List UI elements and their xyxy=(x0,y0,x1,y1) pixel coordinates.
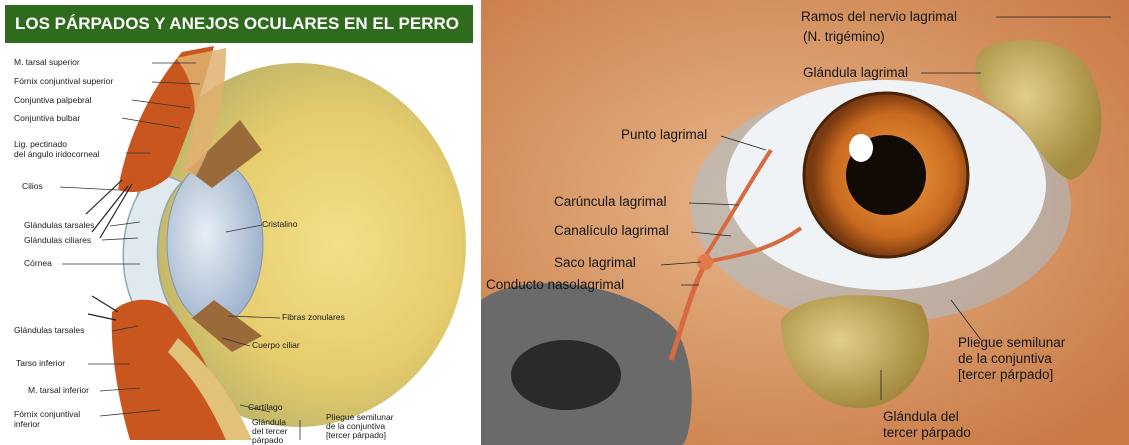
label-fornix-inferior-2: inferior xyxy=(14,420,40,429)
label-conjuntiva-bulbar: Conjuntiva bulbar xyxy=(14,114,80,123)
label-cuerpo-ciliar: Cuerpo ciliar xyxy=(252,341,300,350)
label-cilios: Cilios xyxy=(22,182,43,191)
label-pliegue-left-3: [tercer párpado] xyxy=(326,431,386,440)
label-m-tarsal-inferior: M. tarsal inferior xyxy=(28,386,89,395)
label-m-tarsal-superior: M. tarsal superior xyxy=(14,58,80,67)
label-glandula-tercer-right-1: Glándula del xyxy=(883,410,959,424)
eyelid-section-panel: LOS PÁRPADOS Y ANEJOS OCULARES EN EL PER… xyxy=(0,0,478,445)
label-lig-pectinado-2: del ángulo iridocorneal xyxy=(14,150,100,159)
label-fibras-zonulares: Fibras zonulares xyxy=(282,313,345,322)
label-glandula-tercer-right-2: tercer párpado xyxy=(883,426,971,440)
label-cartilago: Cartílago xyxy=(248,403,283,412)
label-caruncula-lagrimal: Carúncula lagrimal xyxy=(554,195,667,209)
label-saco-lagrimal: Saco lagrimal xyxy=(554,256,636,270)
label-ramos-2: (N. trigémino) xyxy=(803,30,885,44)
label-fornix-superior: Fórnix conjuntival superior xyxy=(14,77,113,86)
label-tarso-inferior: Tarso inferior xyxy=(16,359,65,368)
label-punto-lagrimal: Punto lagrimal xyxy=(621,128,707,142)
label-conjuntiva-palpebral: Conjuntiva palpebral xyxy=(14,96,92,105)
label-glandulas-ciliares: Glándulas ciliares xyxy=(24,236,91,245)
label-glandulas-tarsales-sup: Glándulas tarsales xyxy=(24,221,94,230)
label-ramos-1: Ramos del nervio lagrimal xyxy=(801,10,957,24)
label-pliegue-right-2: de la conjuntiva xyxy=(958,352,1052,366)
lacrimal-apparatus-panel: Ramos del nervio lagrimal (N. trigémino)… xyxy=(481,0,1129,445)
label-canaliculo-lagrimal: Canalículo lagrimal xyxy=(554,224,669,238)
label-cristalino: Cristalino xyxy=(262,220,297,229)
label-glandula-tercer-3: párpado xyxy=(252,436,283,445)
label-conducto-nasolagrimal: Conducto nasolagrimal xyxy=(486,278,624,292)
label-cornea: Córnea xyxy=(24,259,52,268)
label-pliegue-right-3: [tercer párpado] xyxy=(958,368,1053,382)
diagram-title: LOS PÁRPADOS Y ANEJOS OCULARES EN EL PER… xyxy=(5,5,473,43)
label-glandulas-tarsales-inf: Glándulas tarsales xyxy=(14,326,84,335)
label-lig-pectinado-1: Lig. pectinado xyxy=(14,140,67,149)
nostril xyxy=(511,340,621,410)
label-glandula-lagrimal: Glándula lagrimal xyxy=(803,66,908,80)
label-pliegue-right-1: Pliegue semilunar xyxy=(958,336,1065,350)
eye-highlight xyxy=(849,134,873,162)
label-fornix-inferior-1: Fórnix conjuntival xyxy=(14,410,80,419)
